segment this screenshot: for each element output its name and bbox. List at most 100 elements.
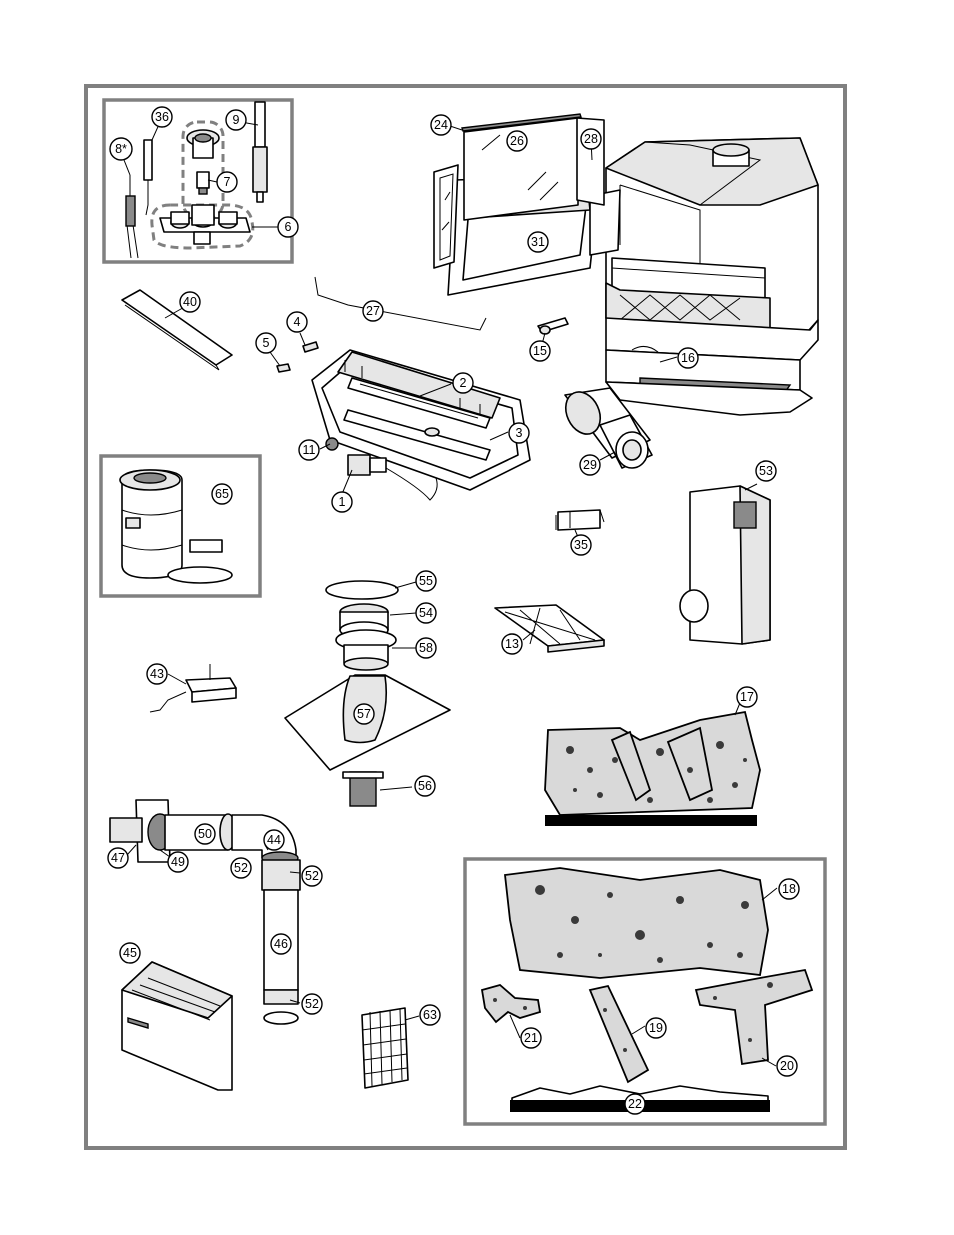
- side-panel-part: [679, 485, 771, 645]
- callout-9: 9: [225, 109, 247, 131]
- svg-text:55: 55: [419, 574, 433, 588]
- svg-text:24: 24: [434, 118, 448, 132]
- svg-text:27: 27: [366, 304, 380, 318]
- callout-31: 31: [527, 231, 549, 253]
- svg-text:5: 5: [263, 336, 270, 350]
- thermocouple-part: [125, 175, 139, 259]
- svg-text:29: 29: [583, 458, 597, 472]
- svg-text:8*: 8*: [115, 142, 127, 156]
- wall-terminal-part: [121, 961, 233, 1091]
- svg-text:4: 4: [294, 315, 301, 329]
- pilot-assembly-part: [143, 139, 153, 216]
- switch-bracket-part: [555, 509, 605, 531]
- control-module-part: [149, 664, 237, 713]
- svg-text:57: 57: [357, 707, 371, 721]
- callout-7: 7: [216, 171, 238, 193]
- svg-text:1: 1: [339, 495, 346, 509]
- vent-cap-plate-part: [325, 580, 399, 600]
- svg-text:21: 21: [524, 1031, 538, 1045]
- branch-log-part: [694, 968, 814, 1066]
- svg-text:6: 6: [285, 220, 292, 234]
- center-log-part: [588, 984, 650, 1084]
- callout-46: 46: [270, 933, 292, 955]
- gas-valve-part: [159, 204, 251, 245]
- svg-text:9: 9: [233, 113, 240, 127]
- svg-text:40: 40: [183, 295, 197, 309]
- callout-45: 45: [119, 942, 141, 964]
- regulator-dashed-group: [181, 120, 225, 219]
- svg-text:44: 44: [267, 833, 281, 847]
- vent-collar-part: [119, 469, 233, 584]
- orifice-part: [196, 171, 210, 195]
- callout-52-top: 52: [301, 865, 323, 887]
- callout-22: 22: [624, 1093, 646, 1115]
- rear-log-part: [504, 867, 769, 979]
- callout-4: 4: [286, 311, 308, 333]
- svg-text:52: 52: [305, 997, 319, 1011]
- svg-text:13: 13: [505, 637, 519, 651]
- svg-text:46: 46: [274, 937, 288, 951]
- callout-53: 53: [755, 460, 777, 482]
- svg-text:53: 53: [759, 464, 773, 478]
- piezo-igniter-part: [252, 101, 268, 203]
- svg-text:50: 50: [198, 827, 212, 841]
- svg-text:16: 16: [681, 351, 695, 365]
- callout-8: 8*: [109, 137, 133, 161]
- callout-17: 17: [736, 686, 758, 708]
- svg-text:52: 52: [305, 869, 319, 883]
- svg-text:63: 63: [423, 1008, 437, 1022]
- callout-29: 29: [579, 454, 601, 476]
- log-set-assembly-part: [544, 710, 761, 826]
- callout-35: 35: [570, 534, 592, 556]
- svg-text:11: 11: [303, 443, 316, 457]
- callout-5: 5: [255, 332, 277, 354]
- svg-text:36: 36: [155, 110, 169, 124]
- svg-text:45: 45: [123, 946, 137, 960]
- stove-body-part: [605, 137, 819, 416]
- callout-65: 65: [211, 483, 233, 505]
- svg-text:17: 17: [740, 690, 754, 704]
- callout-18: 18: [778, 878, 800, 900]
- svg-text:15: 15: [533, 344, 547, 358]
- svg-text:58: 58: [419, 641, 433, 655]
- svg-text:22: 22: [628, 1097, 642, 1111]
- svg-text:35: 35: [574, 538, 588, 552]
- callout-2: 2: [452, 372, 474, 394]
- svg-text:31: 31: [531, 235, 545, 249]
- callout-55: 55: [415, 570, 437, 592]
- svg-text:2: 2: [460, 376, 467, 390]
- svg-text:28: 28: [584, 132, 598, 146]
- callout-24: 24: [430, 114, 452, 136]
- callout-58: 58: [415, 637, 437, 659]
- svg-text:52: 52: [234, 861, 248, 875]
- callout-63: 63: [419, 1004, 441, 1026]
- callout-52-left: 52: [230, 857, 252, 879]
- svg-text:7: 7: [224, 175, 231, 189]
- callout-49: 49: [167, 851, 189, 873]
- callout-44: 44: [263, 829, 285, 851]
- callout-20: 20: [776, 1055, 798, 1077]
- callout-54: 54: [415, 602, 437, 624]
- callout-56: 56: [414, 775, 436, 797]
- callout-3: 3: [508, 422, 530, 444]
- gasket-part: [461, 113, 582, 132]
- burner-fitting-part: [325, 437, 339, 451]
- svg-text:49: 49: [171, 855, 185, 869]
- svg-text:26: 26: [510, 134, 524, 148]
- callout-19: 19: [645, 1017, 667, 1039]
- log-set-box: [463, 857, 827, 1126]
- svg-text:56: 56: [418, 779, 432, 793]
- valve-parts-box: [102, 98, 294, 264]
- burner-rear-part: [343, 409, 491, 461]
- callout-43: 43: [146, 663, 168, 685]
- callout-21: 21: [520, 1027, 542, 1049]
- burner-tube-part: [347, 377, 491, 429]
- burner-support-rod-part: [314, 276, 487, 331]
- vent-pipe-section-part: [342, 771, 384, 807]
- vent-kit-box: [99, 454, 262, 598]
- callout-36: 36: [151, 106, 173, 128]
- regulator-part: [186, 129, 220, 159]
- callout-40: 40: [179, 291, 201, 313]
- spark-electrode-part: [537, 317, 569, 335]
